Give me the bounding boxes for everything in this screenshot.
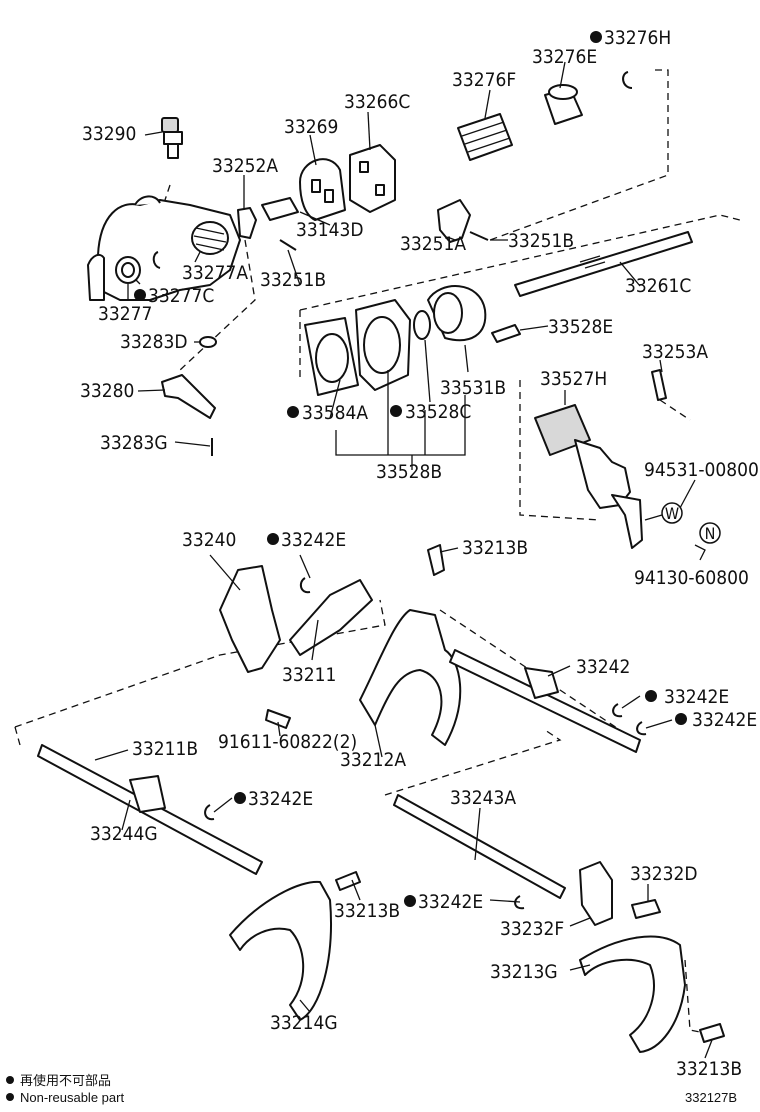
part-drawings	[37, 71, 725, 1053]
bracket-33240-drawing	[219, 565, 281, 673]
legend-line-1: 再使用不可部品	[20, 1073, 111, 1088]
shaft-33242-drawing	[449, 649, 641, 753]
label-33242e-2: 33242E	[664, 686, 729, 708]
label-33276e: 33276E	[532, 46, 597, 68]
label-33261c: 33261C	[625, 275, 691, 297]
bolt-33213b-3-drawing	[699, 1023, 725, 1043]
label-33243a: 33243A	[450, 787, 516, 809]
diagram-code: 332127B	[685, 1090, 737, 1105]
pin-33253a-drawing	[651, 369, 667, 401]
bolt-33232d-drawing	[631, 899, 661, 919]
bracket-33252a-drawing	[237, 207, 257, 239]
label-33528b: 33528B	[376, 461, 442, 483]
label-33277c: 33277C	[148, 285, 214, 307]
label-33213b-2: 33213B	[334, 900, 400, 922]
label-33242: 33242	[576, 656, 630, 678]
clip-33242e-4-drawing	[204, 804, 215, 821]
spring-33276f-drawing	[457, 113, 513, 161]
legend: 再使用不可部品 Non-reusable part	[6, 1073, 124, 1105]
fork-33212a-drawing	[359, 609, 462, 746]
label-33213b-3: 33213B	[676, 1058, 742, 1080]
label-33240: 33240	[182, 529, 236, 551]
bolt-91611-drawing	[265, 709, 291, 729]
label-33280: 33280	[80, 380, 134, 402]
callout-n: N	[699, 522, 721, 544]
dashed-guides	[14, 69, 741, 1033]
callout-n-text: N	[705, 524, 716, 543]
legend-line-2: Non-reusable part	[20, 1090, 124, 1105]
label-33531b: 33531B	[440, 377, 506, 399]
label-33253a: 33253A	[642, 341, 708, 363]
plug-33283d-drawing	[199, 336, 217, 348]
plate-33143d-drawing	[261, 197, 299, 221]
bolt-33528e-drawing	[491, 324, 521, 343]
piece-33232f-drawing	[579, 861, 613, 926]
label-33277: 33277	[98, 303, 152, 325]
spring-33277a-drawing	[191, 221, 229, 255]
label-33252a: 33252A	[212, 155, 278, 177]
fork-33214g-drawing	[229, 880, 332, 1021]
label-33584a: 33584A	[302, 402, 368, 424]
callout-w-text: W	[665, 504, 679, 523]
label-33251b-mid: 33251B	[260, 269, 326, 291]
clip-33276h-drawing	[622, 71, 633, 89]
label-33276h: 33276H	[604, 27, 671, 49]
label-33276f: 33276F	[452, 69, 516, 91]
clip-33277c-drawing	[152, 251, 161, 269]
label-33277a: 33277A	[182, 262, 248, 284]
plate-33269-drawing	[299, 158, 346, 221]
switch-33290-drawing	[161, 117, 183, 159]
label-33251a: 33251A	[400, 233, 466, 255]
label-33244g: 33244G	[90, 823, 158, 845]
shaft-33280-drawing	[161, 374, 216, 419]
label-33283g: 33283G	[100, 432, 168, 454]
label-33242e-5: 33242E	[418, 891, 483, 913]
clip-33242e-2-drawing	[612, 703, 623, 718]
label-33232d: 33232D	[630, 863, 698, 885]
block-33266c-drawing	[349, 144, 396, 213]
label-33528c: 33528C	[405, 401, 471, 423]
label-33214g: 33214G	[270, 1012, 338, 1034]
lever-33527h-drawing	[534, 404, 643, 549]
label-33266c: 33266C	[344, 91, 410, 113]
label-33213b-1: 33213B	[462, 537, 528, 559]
label-33242e-4: 33242E	[248, 788, 313, 810]
bolt-33213b-2-drawing	[335, 871, 361, 891]
label-94531-00800: 94531-00800	[644, 459, 759, 481]
label-91611-60822: 91611-60822(2)	[218, 731, 357, 753]
pin-33251b-mid-drawing	[279, 239, 297, 251]
label-33283d: 33283D	[120, 331, 188, 353]
label-33212a: 33212A	[340, 749, 406, 771]
label-33528e: 33528E	[548, 316, 613, 338]
label-33290: 33290	[82, 123, 136, 145]
label-33269: 33269	[284, 116, 338, 138]
clip-33242e-1-drawing	[299, 577, 311, 594]
label-33143d: 33143D	[296, 219, 364, 241]
shaft-33243a-drawing	[393, 794, 566, 899]
lever-33211-drawing	[289, 579, 373, 656]
label-33527h: 33527H	[540, 368, 607, 390]
label-33251b-top: 33251B	[508, 230, 574, 252]
shaft-33261c-drawing	[514, 231, 693, 297]
part-labels: 33276H 33276E 33276F 33266C 33269 33290 …	[80, 27, 759, 1080]
bolt-33213b-1-drawing	[427, 544, 445, 576]
label-33232f: 33232F	[500, 918, 564, 940]
fork-33213g-drawing	[579, 935, 686, 1053]
clip-33242e-3-drawing	[636, 721, 647, 736]
label-33242e-3: 33242E	[692, 709, 757, 731]
non-reusable-markers	[134, 31, 687, 907]
leader-lines	[94, 61, 713, 1059]
callout-w: W	[661, 502, 683, 524]
label-33211: 33211	[282, 664, 336, 686]
pin-33251b-top-drawing	[469, 231, 489, 241]
label-33211b: 33211B	[132, 738, 198, 760]
label-94130-60800: 94130-60800	[634, 567, 749, 589]
retainer-assembly-33528b-drawing	[304, 285, 487, 396]
lever-33251a-drawing	[437, 199, 471, 243]
label-33242e-1: 33242E	[281, 529, 346, 551]
label-33213g: 33213G	[490, 961, 558, 983]
